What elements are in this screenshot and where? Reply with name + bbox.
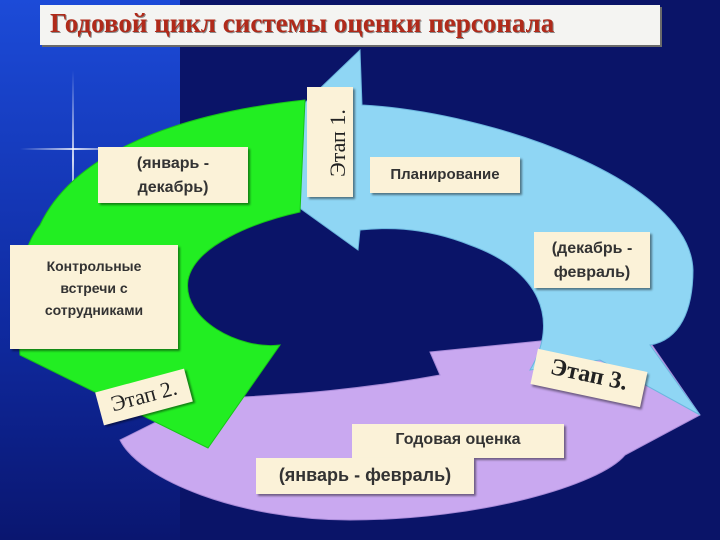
stage1-period: (декабрь - февраль): [551, 240, 633, 281]
stage1-name-box: Планирование: [370, 157, 520, 193]
light-flare-decoration-horizontal: [20, 148, 130, 150]
stage3-period: (январь - февраль): [278, 465, 452, 485]
stage1-name: Планирование: [390, 166, 500, 183]
stage1-label: Этап 1.: [325, 109, 350, 177]
stage3-name: Годовая оценка: [395, 431, 521, 448]
stage2-period-box: (январь - декабрь): [98, 147, 248, 203]
page-title: Годовой цикл системы оценки персонала: [50, 8, 555, 38]
stage3-name-box: Годовая оценка: [352, 424, 564, 458]
stage1-period-box: (декабрь - февраль): [534, 232, 650, 288]
stage1-label-box: [307, 87, 353, 197]
title-banner: [40, 5, 660, 45]
light-flare-decoration: [72, 70, 74, 250]
stage1-arrow: [239, 48, 701, 416]
stage2-name-box: Контрольные встречи с сотрудниками: [10, 245, 178, 349]
stage2-name: Контрольные встречи с сотрудниками: [44, 258, 144, 318]
stage3-period-box: (январь - февраль): [256, 458, 474, 494]
stage2-period: (январь - декабрь): [136, 155, 210, 196]
